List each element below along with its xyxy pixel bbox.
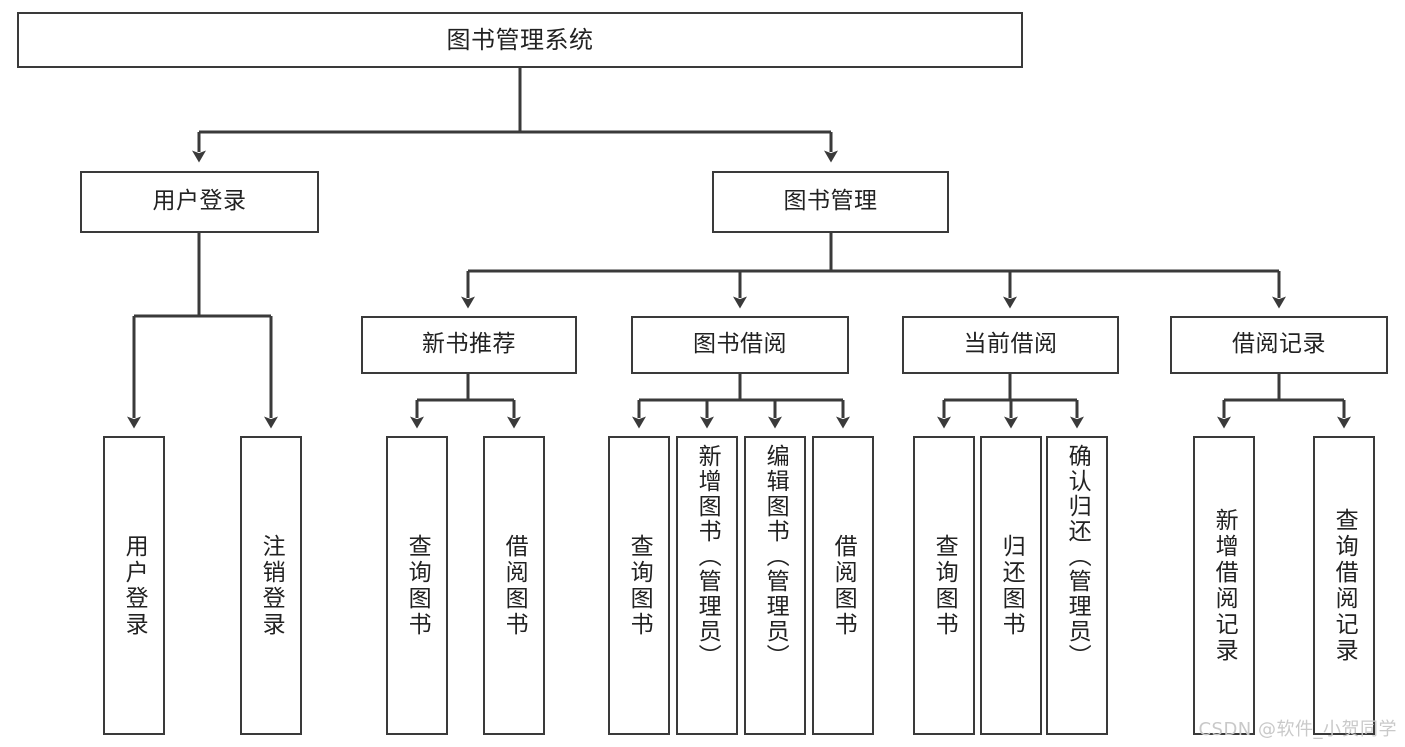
node-leaf-return-book[interactable]: 归还图书 [980, 436, 1042, 735]
node-root[interactable]: 图书管理系统 [17, 12, 1023, 68]
node-leaf-user-logout-label: 注销登录 [258, 533, 285, 638]
node-leaf-query-book-3-label: 查询图书 [931, 533, 958, 638]
node-book-borrow-label: 图书借阅 [693, 331, 787, 358]
node-leaf-return-book-label: 归还图书 [998, 533, 1025, 638]
node-borrow-record[interactable]: 借阅记录 [1170, 316, 1388, 374]
node-leaf-edit-book-label: 编辑图书（管理员） [762, 444, 789, 669]
node-leaf-query-book-1-label: 查询图书 [404, 533, 431, 638]
node-leaf-confirm-return-label: 确认归还（管理员） [1064, 444, 1091, 669]
node-leaf-query-book-1[interactable]: 查询图书 [386, 436, 448, 735]
node-leaf-query-record[interactable]: 查询借阅记录 [1313, 436, 1375, 735]
node-current-borrow-label: 当前借阅 [963, 331, 1058, 358]
csdn-watermark: CSDN @软件_小贺同学 [1198, 719, 1397, 740]
node-leaf-edit-book[interactable]: 编辑图书（管理员） [744, 436, 806, 735]
node-leaf-add-book[interactable]: 新增图书（管理员） [676, 436, 738, 735]
node-leaf-confirm-return[interactable]: 确认归还（管理员） [1046, 436, 1108, 735]
node-leaf-borrow-book-2[interactable]: 借阅图书 [812, 436, 874, 735]
node-leaf-user-login[interactable]: 用户登录 [103, 436, 165, 735]
node-leaf-query-book-3[interactable]: 查询图书 [913, 436, 975, 735]
node-leaf-user-logout[interactable]: 注销登录 [240, 436, 302, 735]
node-leaf-borrow-book-2-label: 借阅图书 [830, 533, 857, 638]
node-book-borrow[interactable]: 图书借阅 [631, 316, 849, 374]
node-leaf-borrow-book-1[interactable]: 借阅图书 [483, 436, 545, 735]
node-borrow-record-label: 借阅记录 [1232, 331, 1326, 358]
node-leaf-query-record-label: 查询借阅记录 [1331, 507, 1358, 664]
node-leaf-user-login-label: 用户登录 [121, 533, 148, 638]
node-leaf-add-record-label: 新增借阅记录 [1211, 507, 1238, 664]
node-current-borrow[interactable]: 当前借阅 [902, 316, 1119, 374]
node-book-manage[interactable]: 图书管理 [712, 171, 949, 233]
node-leaf-query-book-2[interactable]: 查询图书 [608, 436, 670, 735]
node-new-book-recommend[interactable]: 新书推荐 [361, 316, 577, 374]
node-new-book-recommend-label: 新书推荐 [422, 331, 516, 358]
node-book-manage-label: 图书管理 [783, 188, 878, 215]
node-leaf-borrow-book-1-label: 借阅图书 [501, 533, 528, 638]
node-leaf-add-book-label: 新增图书（管理员） [694, 444, 721, 669]
node-user-login-label: 用户登录 [152, 188, 247, 215]
node-root-label: 图书管理系统 [446, 25, 594, 54]
node-leaf-add-record[interactable]: 新增借阅记录 [1193, 436, 1255, 735]
node-user-login[interactable]: 用户登录 [80, 171, 319, 233]
node-leaf-query-book-2-label: 查询图书 [626, 533, 653, 638]
